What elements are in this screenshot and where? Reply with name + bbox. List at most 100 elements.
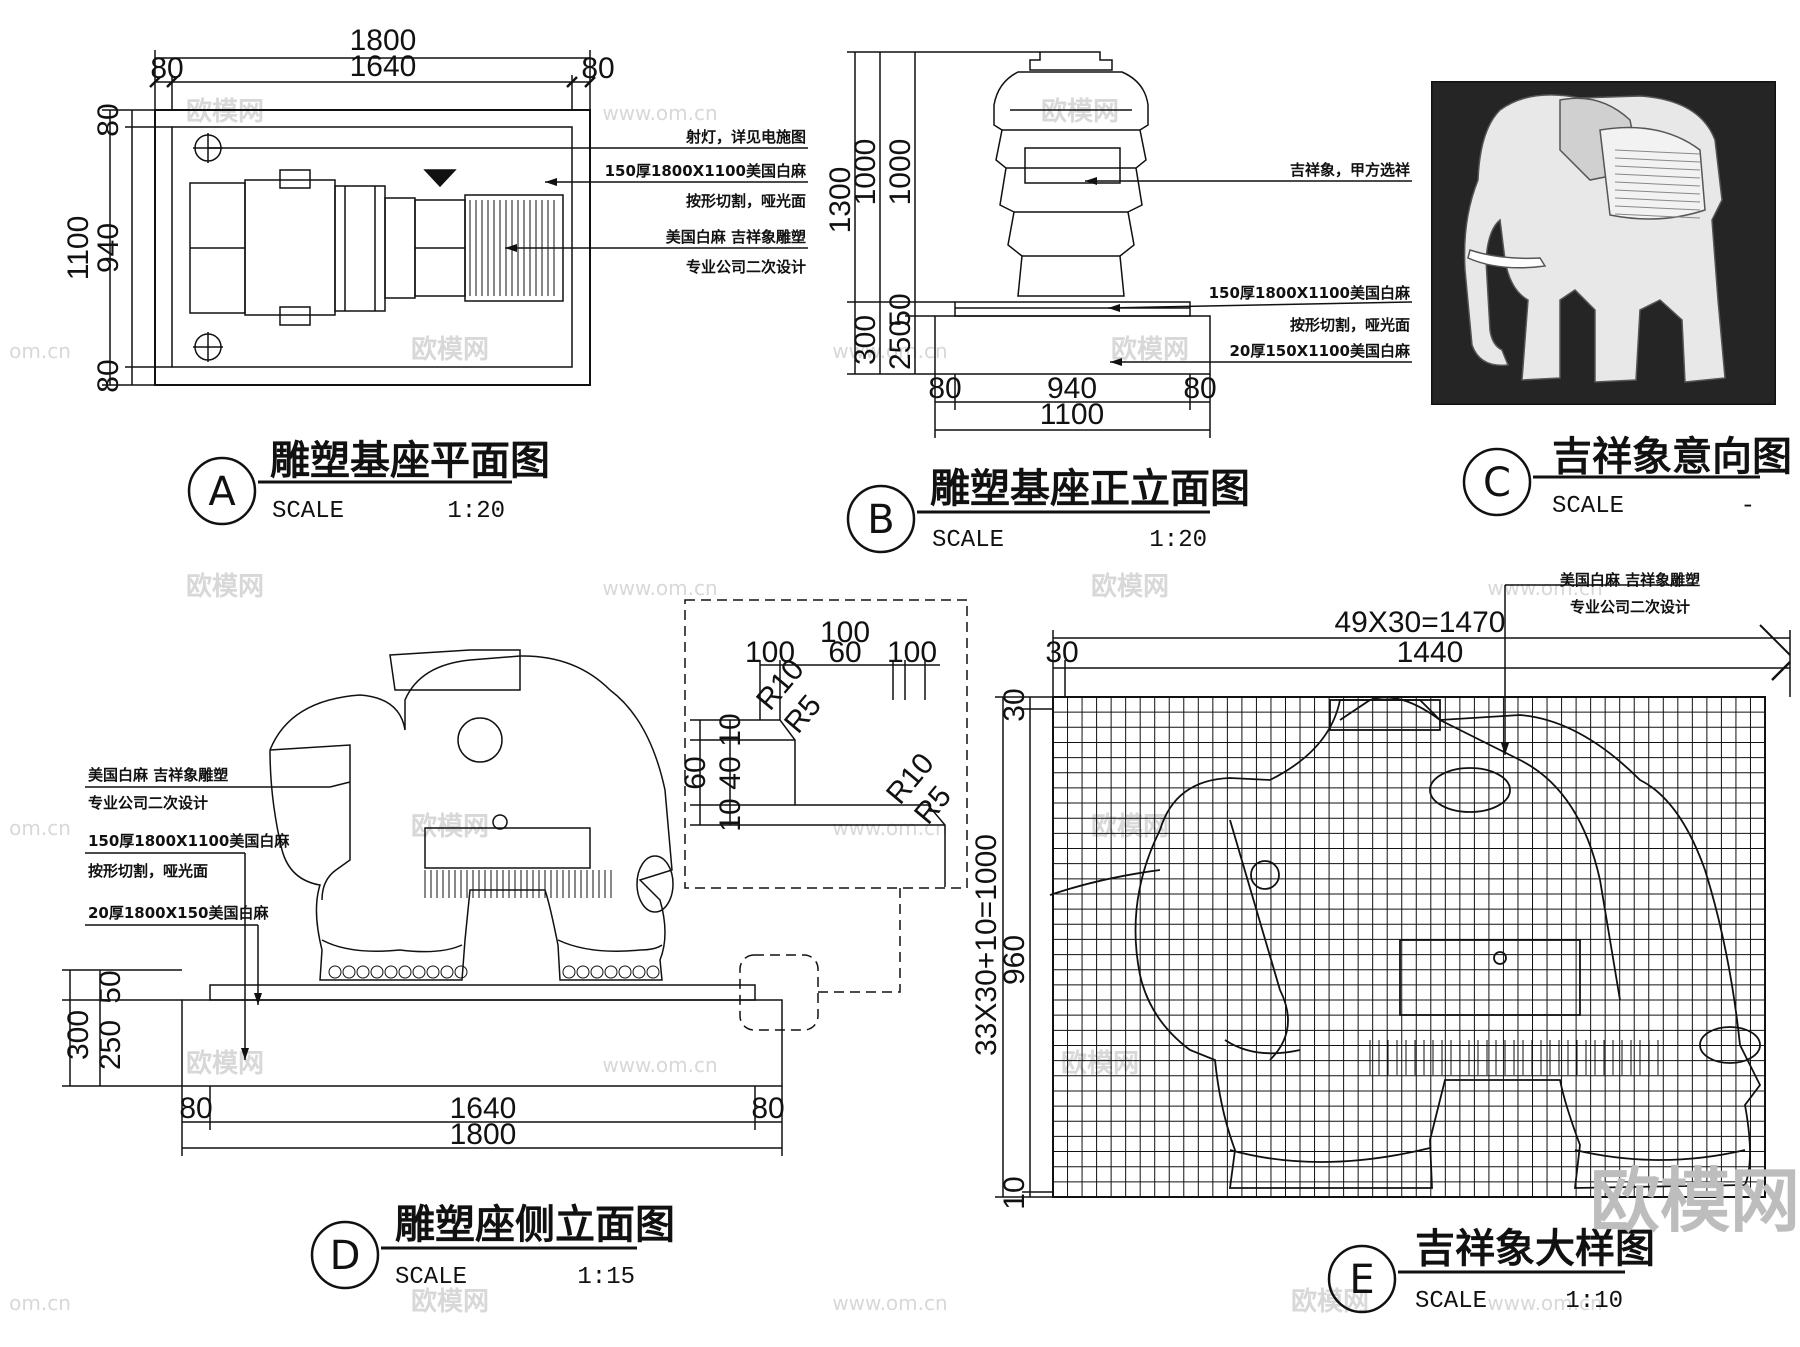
foot-ornament — [342, 965, 356, 979]
watermark-url: www.om.cn — [832, 339, 947, 363]
plan-a — [102, 50, 808, 526]
photo-c-title: 吉祥象意向图 — [1552, 434, 1792, 480]
watermark-logo-large: 欧模网 — [1590, 1160, 1800, 1242]
watermark-logo: 欧模网 — [186, 1048, 264, 1079]
harness-stripe — [1614, 149, 1701, 155]
foot-ornament — [562, 965, 576, 979]
plan-a-note-3: 按形切割，哑光面 — [686, 192, 806, 210]
elev-b-dim-total: 1300 — [824, 167, 857, 234]
elev-b-dim-overall: 1100 — [1040, 398, 1105, 431]
side-d-note-5: 20厚1800X150美国白麻 — [88, 904, 269, 922]
side-d — [62, 599, 968, 1156]
elev-b-dim-right: 80 — [1183, 372, 1216, 405]
elev-b-dim-left: 80 — [928, 372, 961, 405]
side-d-title-circle — [310, 1220, 380, 1290]
grid-e-dim-height-inner: 960 — [998, 935, 1031, 985]
grid-e — [995, 584, 1791, 1314]
side-d-dim-right: 80 — [751, 1092, 784, 1125]
photo-c-scale-label: SCALE — [1552, 493, 1624, 520]
foot-ornament — [440, 965, 454, 979]
watermark-url-short: om.cn — [9, 339, 71, 363]
foot-ornament — [328, 965, 342, 979]
watermark-logo: 欧模网 — [411, 334, 489, 365]
detail-dim-3: 100 — [887, 636, 937, 669]
watermark-url: www.om.cn — [602, 576, 717, 600]
grid-e-dim-formula: 49X30=1470 — [1334, 606, 1505, 639]
elev-b-dim-center: 940 — [1047, 372, 1097, 405]
plan-a-note-4: 美国白麻 吉祥象雕塑 — [666, 228, 806, 246]
side-d-note-1: 美国白麻 吉祥象雕塑 — [88, 766, 228, 784]
elev-b-dim-lower-total: 300 — [849, 315, 882, 365]
watermark-logo: 欧模网 — [1061, 1048, 1139, 1079]
plan-a-dim-top: 80 — [92, 103, 125, 136]
foot-ornament — [370, 965, 384, 979]
elev-b-dim-upper-outer: 1000 — [849, 139, 882, 206]
watermark-url: www.om.cn — [602, 1053, 717, 1077]
watermark-logo: 欧模网 — [1091, 571, 1169, 602]
plan-a-title: 雕塑基座平面图 — [270, 438, 550, 484]
side-d-dim-a: 250 — [94, 1020, 127, 1070]
harness-stripe — [1614, 157, 1701, 163]
detail-v3: 10 — [714, 798, 747, 831]
elev-b-scale: 1:20 — [1149, 527, 1207, 554]
foot-ornament — [454, 965, 468, 979]
grid-e-dim-margin: 30 — [1045, 636, 1078, 669]
side-d-title-letter: D — [330, 1233, 361, 1279]
elev-b-note-1: 吉祥象，甲方选祥 — [1290, 161, 1410, 179]
elev-b-note-3: 按形切割，哑光面 — [1290, 316, 1410, 334]
watermark-logo: 欧模网 — [186, 571, 264, 602]
harness-stripe — [1614, 189, 1701, 195]
plan-a-dim-height-inner: 940 — [92, 223, 125, 273]
watermark-url-short: om.cn — [9, 1291, 71, 1315]
photo-c-title-letter: C — [1483, 460, 1511, 506]
side-d-dim-total: 300 — [62, 1010, 95, 1060]
plan-a-dim-overall: 1800 — [350, 24, 417, 57]
side-d-dim-overall: 1800 — [450, 1118, 517, 1151]
elev-b-note-4: 20厚150X1100美国白麻 — [1230, 342, 1411, 360]
foot-ornament — [632, 965, 646, 979]
elev-b-title: 雕塑基座正立面图 — [930, 466, 1250, 512]
elev-b-scale-label: SCALE — [932, 527, 1004, 554]
harness-stripe — [1614, 213, 1701, 219]
foot-ornament — [356, 965, 370, 979]
photo-c — [1431, 81, 1776, 517]
harness-stripe — [1614, 165, 1701, 171]
side-d-scale: 1:15 — [577, 1264, 635, 1291]
plan-a-dim-height-overall: 1100 — [62, 216, 95, 281]
watermark-url: www.om.cn — [602, 101, 717, 125]
watermark-url: www.om.cn — [1487, 576, 1602, 600]
side-d-note-4: 按形切割，哑光面 — [88, 862, 208, 880]
foot-ornament — [646, 965, 660, 979]
foot-ornament — [590, 965, 604, 979]
plan-a-note-1: 射灯，详见电施图 — [685, 128, 806, 146]
grid-e-dim-height-formula: 33X30+10=1000 — [970, 834, 1003, 1056]
elev-b-dim-upper-inner: 1000 — [884, 139, 917, 206]
side-d-dim-inner: 1640 — [450, 1092, 517, 1125]
foot-ornament — [398, 965, 412, 979]
watermark-logo: 欧模网 — [411, 1286, 489, 1317]
watermark-logo: 欧模网 — [1041, 96, 1119, 127]
grid-e-dim-bottom: 10 — [998, 1176, 1031, 1209]
watermark-layer: 欧模网欧模网欧模网欧模网欧模网欧模网欧模网欧模网欧模网欧模网欧模网欧模网www.… — [9, 96, 1603, 1317]
grid-e-title: 吉祥象大样图 — [1415, 1226, 1655, 1272]
plan-a-dim-right: 80 — [581, 52, 614, 85]
plan-a-scale-label: SCALE — [272, 498, 344, 525]
elev-b-dim-lower-b: 50 — [884, 293, 917, 326]
plan-a-note-5: 专业公司二次设计 — [686, 258, 806, 276]
detail-v2: 40 — [714, 756, 747, 789]
side-d-dim-b: 50 — [94, 970, 127, 1003]
harness-stripe — [1614, 181, 1701, 187]
grid-e-note-1: 美国白麻 吉祥象雕塑 — [1560, 571, 1700, 589]
grid-e-note-2: 专业公司二次设计 — [1570, 598, 1690, 616]
watermark-url: www.om.cn — [1487, 1291, 1602, 1315]
watermark-logo: 欧模网 — [186, 96, 264, 127]
foot-ornament — [618, 965, 632, 979]
detail-dim-1: 100 — [745, 636, 795, 669]
watermark-url-short: om.cn — [9, 816, 71, 840]
detail-vtotal: 60 — [679, 756, 712, 789]
grid-e-dim-top: 30 — [998, 688, 1031, 721]
grid-e-scale-label: SCALE — [1415, 1288, 1487, 1315]
side-d-dim-left: 80 — [179, 1092, 212, 1125]
elev-b — [846, 51, 1413, 554]
